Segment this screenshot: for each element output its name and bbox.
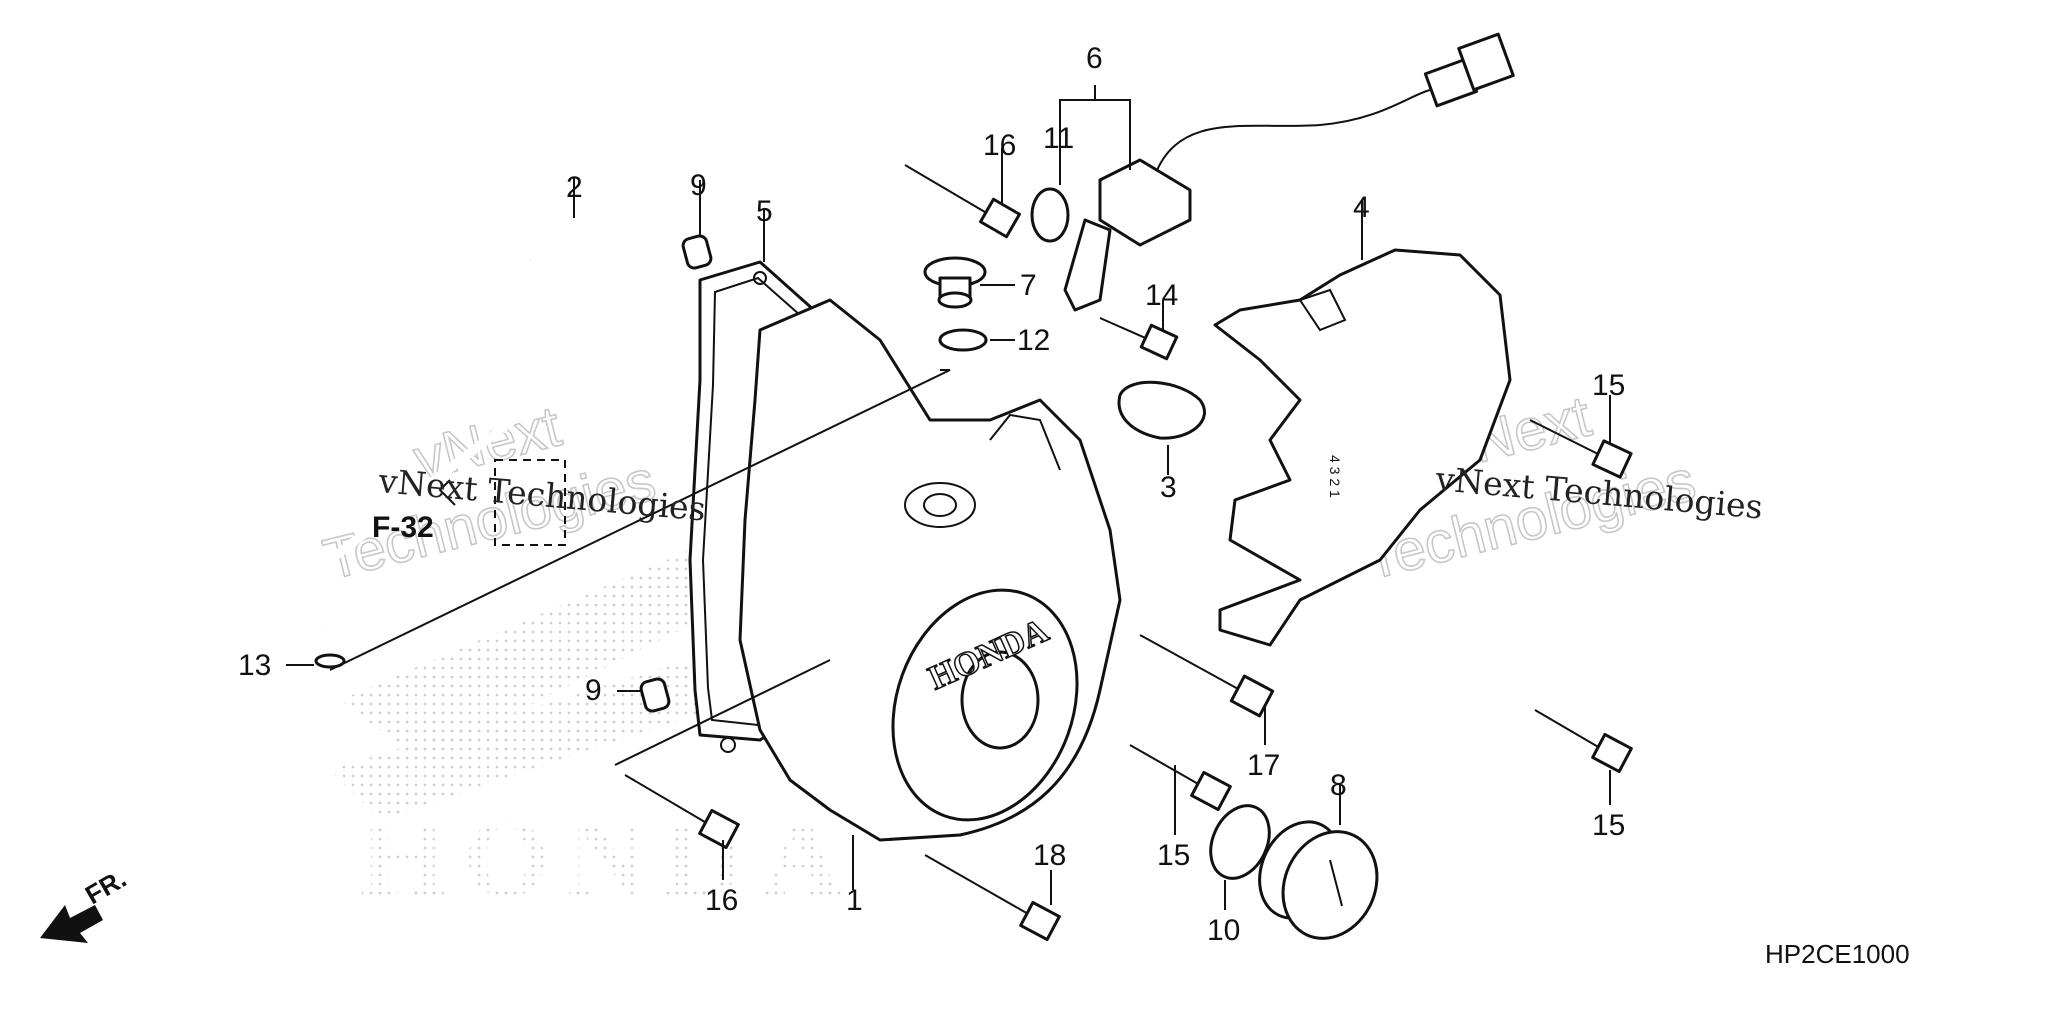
- bolts: [624, 164, 1633, 942]
- part-left-crankcase-cover: HONDA: [738, 298, 1122, 842]
- callouts: 1 2 3 4 5 6 7 8 9 9 10 11 12 13 14 15 15…: [238, 42, 1625, 947]
- callout-18: 18: [1033, 839, 1066, 872]
- leader-lines: [286, 85, 1611, 910]
- callout-15-middle: 15: [1157, 839, 1190, 872]
- part-timing-cap: [1258, 820, 1379, 940]
- section-reference: F-32: [372, 459, 566, 546]
- callout-6: 6: [1086, 42, 1103, 75]
- callout-3: 3: [1160, 471, 1177, 504]
- callout-9-top: 9: [690, 169, 707, 202]
- part-sensor-harness: [1063, 32, 1515, 312]
- part-oring-small: [938, 328, 988, 352]
- callout-8: 8: [1330, 769, 1347, 802]
- callout-2: 2: [566, 171, 583, 204]
- callout-16-bottom: 16: [705, 884, 738, 917]
- callout-15-right-top: 15: [1592, 369, 1625, 402]
- front-label: FR.: [80, 863, 131, 910]
- callout-1: 1: [846, 884, 863, 917]
- part-grommet: [1117, 380, 1206, 440]
- callout-13: 13: [238, 649, 271, 682]
- section-ref-label: F-32: [372, 511, 434, 544]
- part-hose: [320, 224, 661, 626]
- callout-5: 5: [756, 195, 773, 228]
- callout-17: 17: [1247, 749, 1280, 782]
- callout-7: 7: [1020, 269, 1037, 302]
- part-outer-cover: 4 3 2 1: [1213, 248, 1512, 647]
- callout-4: 4: [1353, 191, 1370, 224]
- part-oring-sensor: [1030, 187, 1070, 243]
- callout-15-right-bottom: 15: [1592, 809, 1625, 842]
- callout-10: 10: [1207, 914, 1240, 947]
- part-filler-plug: [923, 256, 987, 309]
- callout-11: 11: [1043, 122, 1074, 155]
- callout-14: 14: [1145, 279, 1178, 312]
- callout-9-bottom: 9: [585, 674, 602, 707]
- part-dowel-pins: [639, 234, 713, 713]
- front-direction: FR.: [40, 863, 131, 943]
- emblem-text: HONDA: [360, 797, 859, 919]
- front-arrow-icon: [40, 905, 103, 943]
- callout-12: 12: [1017, 324, 1050, 357]
- reference-code: HP2CE1000: [1765, 939, 1910, 969]
- callout-16-top: 16: [983, 129, 1016, 162]
- part-clip: [314, 653, 346, 669]
- dial-digits: 4 3 2 1: [1327, 455, 1343, 498]
